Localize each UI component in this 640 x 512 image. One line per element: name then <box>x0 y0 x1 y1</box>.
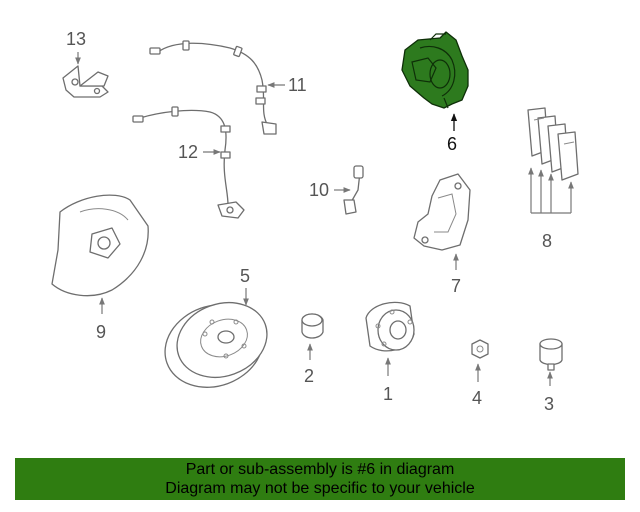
callout-2[interactable]: 2 <box>304 366 314 386</box>
part-11-sensor-wire[interactable] <box>149 40 277 135</box>
callout-7[interactable]: 7 <box>451 276 461 296</box>
callout-13[interactable]: 13 <box>66 29 86 49</box>
part-12-sensor-wire[interactable] <box>132 106 245 219</box>
banner-line-2: Diagram may not be specific to your vehi… <box>165 480 475 497</box>
leader-8 <box>528 167 574 214</box>
callout-11[interactable]: 11 <box>288 75 307 95</box>
callout-9[interactable]: 9 <box>96 322 106 342</box>
callout-6[interactable]: 6 <box>447 134 457 154</box>
callout-1[interactable]: 1 <box>383 384 393 404</box>
part-7-caliper-bracket[interactable] <box>413 173 471 251</box>
part-3-lug-bolt[interactable] <box>539 338 563 371</box>
part-8-brake-pads[interactable] <box>527 107 579 181</box>
callout-10[interactable]: 10 <box>309 180 329 200</box>
callout-4[interactable]: 4 <box>472 388 482 408</box>
callout-8[interactable]: 8 <box>542 231 552 251</box>
part-13-bracket[interactable] <box>62 65 109 98</box>
callout-3[interactable]: 3 <box>544 394 554 414</box>
part-6-brake-caliper[interactable] <box>401 31 469 109</box>
part-4-nut[interactable] <box>471 339 489 359</box>
parts-diagram: 13 11 12 6 <box>51 29 579 414</box>
part-10-brake-hose[interactable] <box>343 165 364 215</box>
part-5-brake-rotor[interactable] <box>153 290 277 400</box>
part-2-sleeve[interactable] <box>301 313 324 339</box>
callout-12[interactable]: 12 <box>178 142 198 162</box>
part-9-splash-shield[interactable] <box>51 194 149 297</box>
banner-line-1: Part or sub-assembly is #6 in diagram <box>185 461 455 478</box>
part-1-hub-bearing[interactable] <box>365 301 415 352</box>
callout-5[interactable]: 5 <box>240 266 250 286</box>
info-banner: Part or sub-assembly is #6 in diagram Di… <box>15 458 625 500</box>
